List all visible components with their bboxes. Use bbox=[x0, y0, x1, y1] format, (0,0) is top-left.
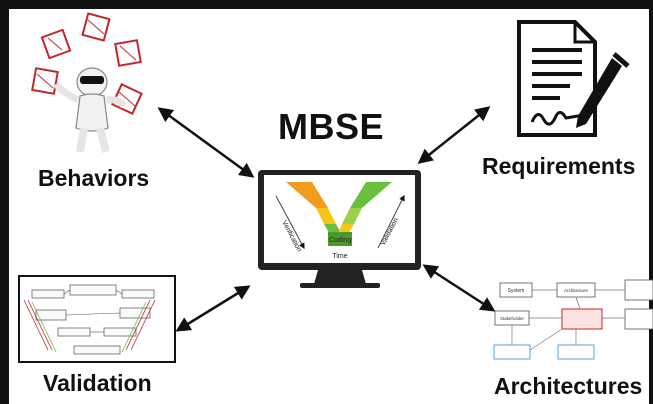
monitor-icon bbox=[258, 170, 421, 288]
left-border bbox=[0, 0, 9, 404]
top-border bbox=[0, 0, 653, 9]
architecture-diagram: System Architecture Stakeholder bbox=[493, 279, 653, 360]
validation-panel bbox=[18, 275, 176, 363]
right-border bbox=[649, 0, 653, 404]
arrow-validation bbox=[175, 285, 251, 332]
document-pen-icon bbox=[517, 20, 630, 137]
v-center-label: Coding bbox=[329, 237, 351, 244]
arch-box-architecture: Architecture bbox=[564, 288, 589, 293]
arrow-requirements bbox=[417, 106, 491, 164]
robot-juggler-icon bbox=[31, 12, 143, 153]
arch-box-stakeholder: Stakeholder bbox=[500, 316, 525, 321]
arrow-architectures bbox=[422, 264, 496, 312]
architectures-label: Architectures bbox=[494, 373, 643, 399]
validation-label: Validation bbox=[43, 370, 152, 396]
arch-box-system: System bbox=[508, 288, 525, 294]
v-bottom-axis-label: Time bbox=[332, 253, 347, 260]
arrow-behaviors bbox=[157, 107, 255, 178]
page-title: MBSE bbox=[278, 106, 385, 147]
requirements-label: Requirements bbox=[482, 153, 636, 179]
behaviors-label: Behaviors bbox=[38, 165, 150, 191]
